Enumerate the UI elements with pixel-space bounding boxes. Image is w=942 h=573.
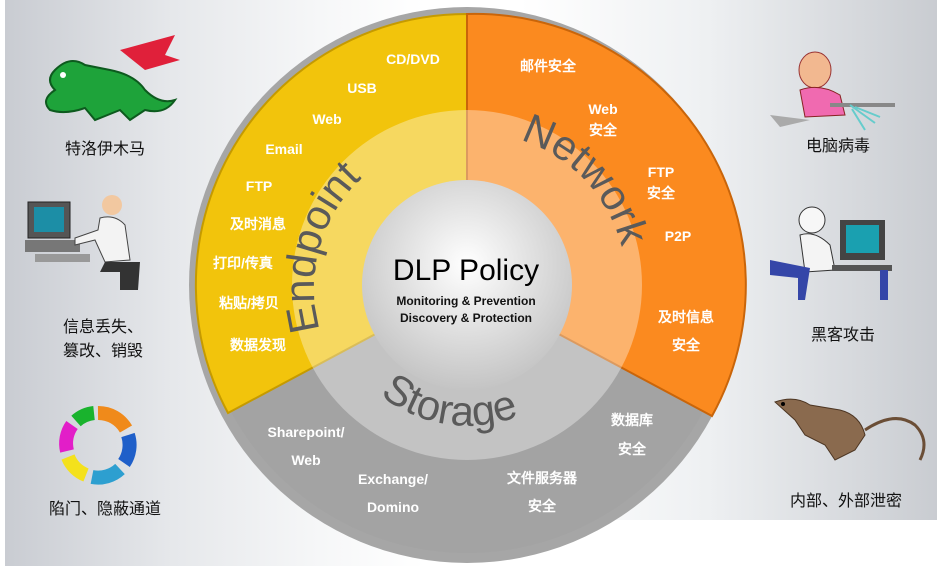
cycle-arrows-icon [59,405,137,485]
network-item: 及时信息 [658,309,714,325]
threat-label-trapdoor: 陷门、隐蔽通道 [48,499,162,518]
center-disc [362,180,572,390]
endpoint-item: CD/DVD [386,51,440,67]
threat-label-leak: 内部、外部泄密 [789,491,903,510]
threat-label-data-loss-2: 篡改、销毁 [62,341,144,360]
storage-item: 数据库 [611,412,653,428]
endpoint-item: Web [312,111,341,127]
threat-label-virus: 电脑病毒 [805,136,871,155]
endpoint-item: 打印/传真 [213,255,273,271]
computer-user-icon [25,195,140,290]
storage-item: Sharepoint/ [267,424,344,440]
network-item: P2P [665,228,691,244]
endpoint-item: Email [265,141,302,157]
storage-item: Exchange/ [358,471,428,487]
network-item: Web [588,101,617,117]
endpoint-item: USB [347,80,377,96]
network-item: 安全 [589,122,618,138]
storage-item: 安全 [618,441,647,457]
storage-item: Domino [367,499,419,515]
center-line1: Monitoring & Prevention [396,294,535,308]
center-title: DLP Policy [393,254,539,287]
rat-icon [774,398,926,461]
storage-item: 文件服务器 [507,470,578,486]
network-item: FTP [648,164,674,180]
endpoint-item: FTP [246,178,272,194]
endpoint-item: 粘贴/拷贝 [219,295,279,311]
angry-man-icon [770,51,895,131]
storage-item: 安全 [528,498,557,514]
threat-label-data-loss: 信息丢失、 [62,317,144,336]
center-line2: Discovery & Protection [400,311,532,325]
network-item: 安全 [672,337,701,353]
hacker-icon [770,206,892,300]
endpoint-item: 及时消息 [230,216,286,232]
dragon-icon [45,35,180,122]
threat-label-trojan: 特洛伊木马 [64,139,146,158]
endpoint-item: 数据发现 [230,337,286,353]
network-item: 邮件安全 [520,58,577,74]
storage-item: Web [291,452,320,468]
threat-label-hacker: 黑客攻击 [810,325,876,344]
network-item: 安全 [647,185,676,201]
